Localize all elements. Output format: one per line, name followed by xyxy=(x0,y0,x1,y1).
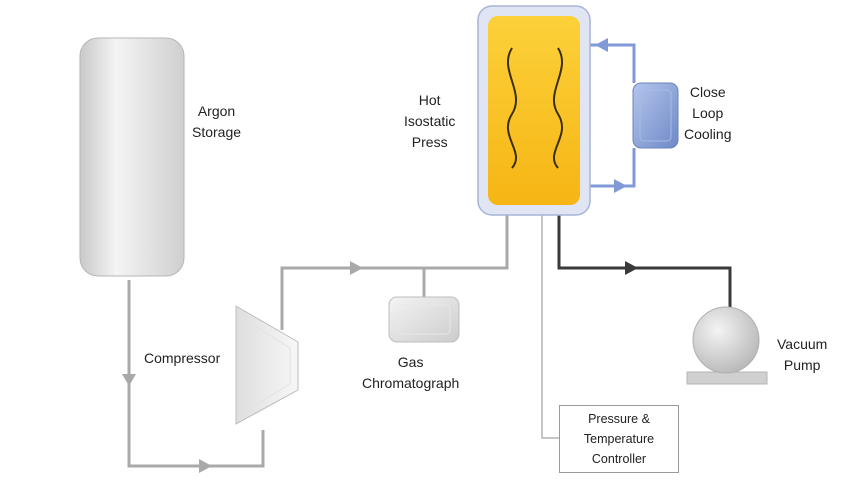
argon-storage-tank xyxy=(79,37,185,277)
argon-storage-label: Argon Storage xyxy=(192,103,242,140)
compressor-label: Compressor xyxy=(144,350,221,366)
heating-element-left xyxy=(506,47,518,169)
vacuum-line xyxy=(557,215,732,318)
hot-isostatic-press-icon xyxy=(477,5,591,216)
vacuum-pump-label: Vacuum Pump xyxy=(777,336,828,373)
close-loop-cooling-icon xyxy=(632,82,679,149)
pressure-temperature-controller: Pressure & Temperature Controller xyxy=(559,405,679,473)
cooling-loop-line xyxy=(588,43,636,188)
controller-signal-line xyxy=(541,215,559,439)
gas-line xyxy=(127,215,509,468)
compressor-icon xyxy=(235,305,299,425)
cooling-flow-arrow-icon xyxy=(614,179,627,193)
gas-chromatograph-icon xyxy=(388,296,460,343)
vacuum-flow-arrow-icon xyxy=(625,261,638,275)
close-loop-cooling-label: Close Loop Cooling xyxy=(684,84,732,142)
vacuum-pump-icon xyxy=(686,306,768,385)
gas-chromatograph-label: Gas Chromatograph xyxy=(362,354,460,391)
cooling-flow-arrow-icon xyxy=(595,38,608,52)
hot-isostatic-press-label: Hot Isostatic Press xyxy=(404,92,456,150)
heating-element-right xyxy=(552,47,564,169)
flow-arrow-icon xyxy=(122,261,363,473)
